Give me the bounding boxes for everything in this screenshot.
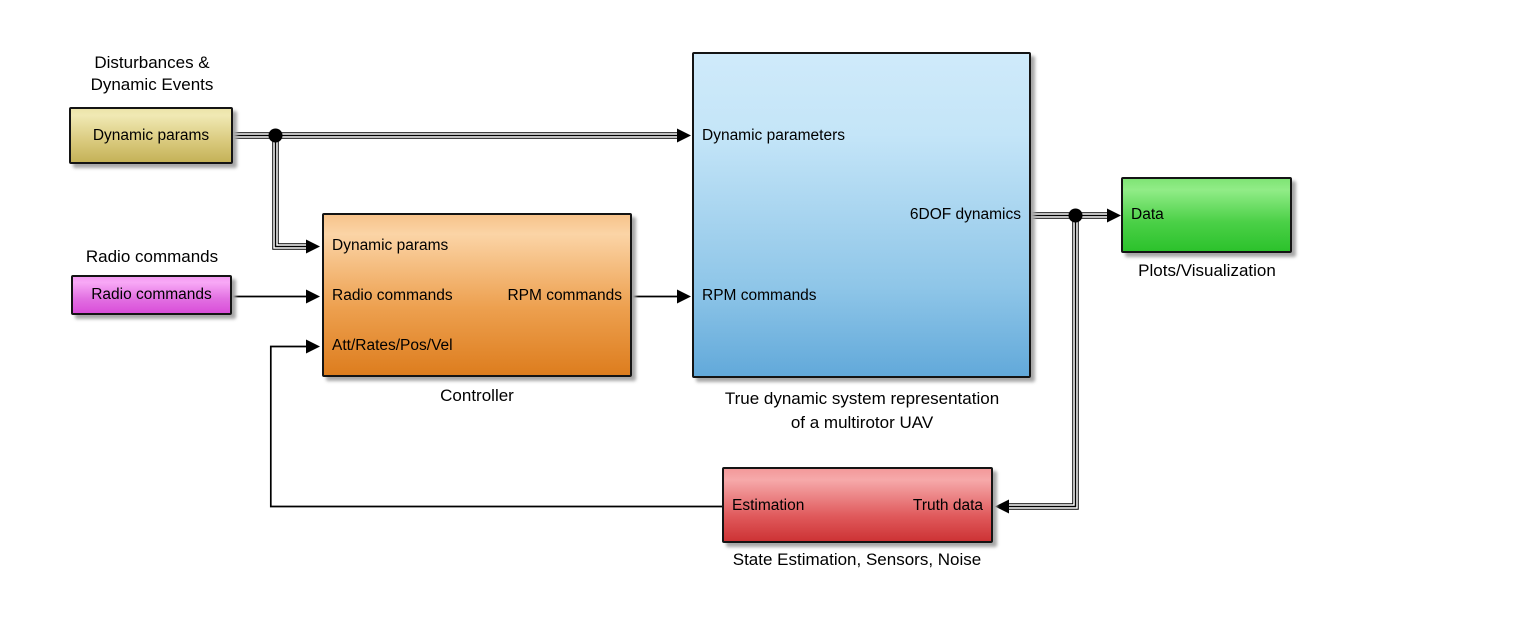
radio-body-label: Radio commands xyxy=(91,286,212,303)
visualization-block[interactable]: Data xyxy=(1121,177,1292,253)
plant-block[interactable]: Dynamic parameters RPM commands 6DOF dyn… xyxy=(692,52,1031,378)
plant-caption: True dynamic system representation of a … xyxy=(642,387,1082,435)
controller-caption: Controller xyxy=(440,386,514,405)
estimation-inport-truth-data: Truth data xyxy=(912,497,983,514)
plant-inport-rpm-commands: RPM commands xyxy=(702,287,817,304)
arrowhead-icon xyxy=(677,128,691,143)
plant-caption-line1: True dynamic system representation xyxy=(724,389,1000,408)
radio-commands-block[interactable]: Radio commands xyxy=(71,275,232,315)
disturbances-block-name: Disturbances & Dynamic Events xyxy=(42,52,262,96)
radio-block-name: Radio commands xyxy=(85,247,219,266)
visualization-inport-data: Data xyxy=(1131,206,1164,223)
controller-inport-dynamic-params: Dynamic params xyxy=(332,237,449,254)
disturbances-name-line1: Disturbances & xyxy=(94,53,210,72)
controller-block[interactable]: Dynamic params Radio commands Att/Rates/… xyxy=(322,213,632,377)
disturbances-name-line2: Dynamic Events xyxy=(90,75,214,94)
arrowhead-icon xyxy=(677,289,691,304)
junction-dot-icon xyxy=(268,128,283,143)
visualization-caption: Plots/Visualization xyxy=(1138,261,1276,280)
disturbances-block[interactable]: Dynamic params xyxy=(69,107,233,164)
arrowhead-icon xyxy=(306,239,320,254)
estimation-caption: State Estimation, Sensors, Noise xyxy=(732,550,982,569)
controller-inport-radio-commands: Radio commands xyxy=(332,287,453,304)
bus-dynamic-params-to-controller[interactable] xyxy=(272,135,307,250)
estimation-outport-estimation: Estimation xyxy=(732,497,805,514)
junction-dot-icon xyxy=(1068,208,1083,223)
controller-inport-att-rates-pos-vel: Att/Rates/Pos/Vel xyxy=(332,337,453,354)
plant-inport-dynamic-parameters: Dynamic parameters xyxy=(702,127,845,144)
plant-caption-line2: of a multirotor UAV xyxy=(790,413,934,432)
bus-6dof-to-truth-data[interactable] xyxy=(1008,215,1079,510)
estimation-block[interactable]: Estimation Truth data xyxy=(722,467,993,543)
arrowhead-icon xyxy=(1107,208,1121,223)
arrowhead-icon xyxy=(995,499,1009,514)
disturbances-body-label: Dynamic params xyxy=(92,126,210,144)
arrowhead-icon xyxy=(306,339,320,354)
controller-outport-rpm-commands: RPM commands xyxy=(507,287,622,304)
wire-estimation-feedback[interactable] xyxy=(269,345,722,508)
arrowhead-icon xyxy=(306,289,320,304)
plant-outport-6dof-dynamics: 6DOF dynamics xyxy=(909,206,1021,223)
